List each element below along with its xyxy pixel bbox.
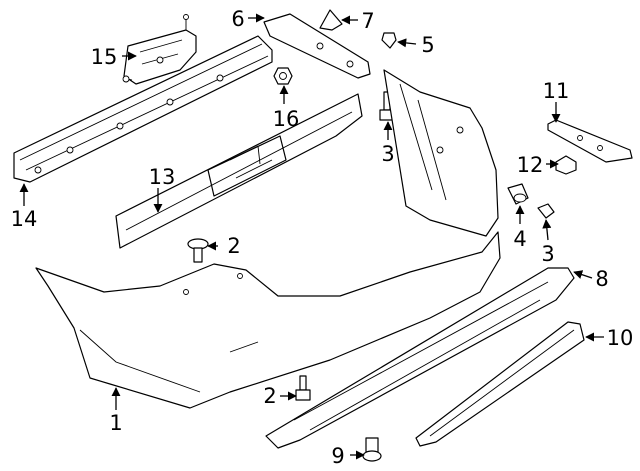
screw-3-right-part [537,203,555,219]
leader-3b [542,219,552,241]
screw-12-part [555,155,577,175]
callout-1: 1 [109,411,122,435]
clip-9-part [362,437,382,462]
callout-15: 15 [91,45,118,69]
side-bracket-part [547,119,633,163]
callout-2a: 2 [227,234,240,258]
reinforcement-bar-part [13,35,273,183]
callout-3b: 3 [541,242,554,266]
bolt-2-lower-part [295,375,311,401]
callout-3a: 3 [381,142,394,166]
push-clip-2-upper-part [187,238,209,263]
lower-trim-part [415,321,585,447]
callout-5: 5 [421,33,434,57]
nut-16-part [273,67,293,85]
bumper-cover-part [35,231,501,409]
callout-11: 11 [543,79,570,103]
energy-absorber-part [115,93,363,249]
leader-8 [573,270,593,279]
nut-5-part [381,32,397,49]
side-support-bracket-part [383,69,499,237]
callout-4: 4 [513,227,526,251]
leader-5 [397,38,417,48]
callout-12: 12 [517,153,544,177]
callout-14: 14 [11,207,38,231]
grommet-4-part [507,183,529,205]
clip-7-part [319,9,343,31]
callout-16: 16 [273,107,300,131]
callout-13: 13 [149,165,176,189]
callout-9: 9 [331,444,344,468]
callout-6: 6 [231,7,244,31]
callout-7: 7 [361,9,374,33]
callout-2b: 2 [263,384,276,408]
callout-8: 8 [595,267,608,291]
upper-bracket-part [263,13,371,79]
bracket-part [122,14,197,85]
callout-10: 10 [607,326,634,350]
lower-valance-part [265,267,575,449]
